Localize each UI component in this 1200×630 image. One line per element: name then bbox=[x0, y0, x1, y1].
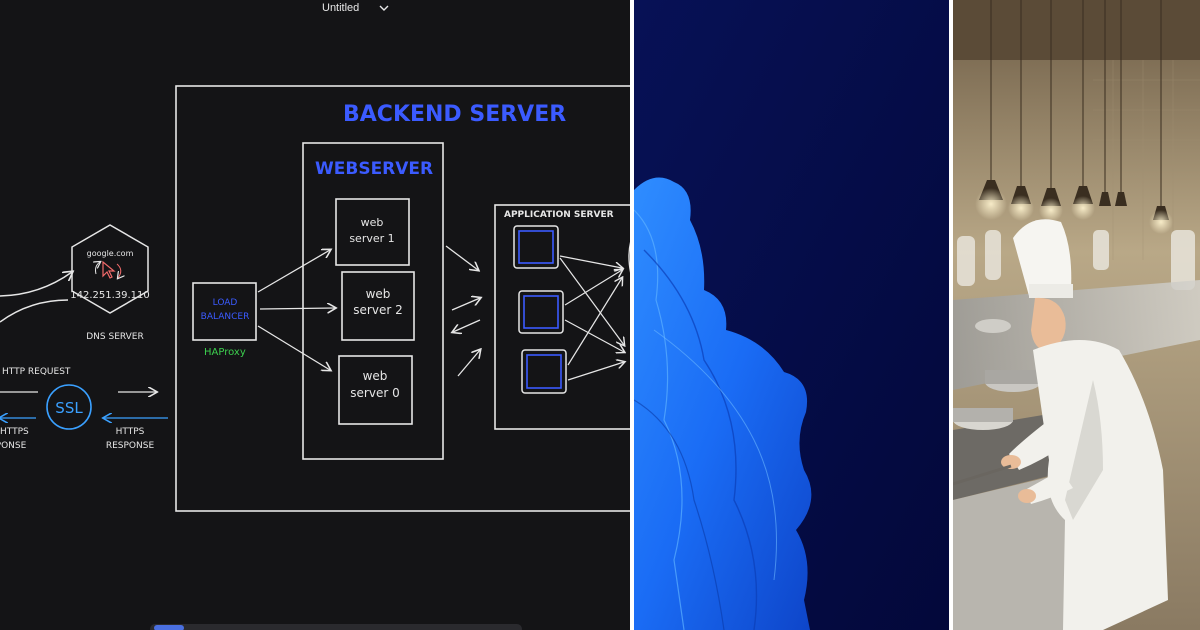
chef-figure bbox=[953, 219, 1168, 630]
application-server-box bbox=[494, 204, 630, 430]
ssl-circle bbox=[46, 384, 92, 430]
cursor-icon bbox=[96, 260, 121, 278]
dns-ip: 142.251.39.110 bbox=[70, 290, 150, 301]
http-request-label: HTTP REQUEST bbox=[2, 367, 71, 377]
bottom-toolbar[interactable] bbox=[150, 624, 522, 630]
web-server-1-label-2: server 1 bbox=[349, 232, 394, 245]
diagram-panel: Untitled BACKEND SERVER WEBSERVER web se… bbox=[0, 0, 630, 630]
web-server-2-label: web bbox=[366, 287, 391, 301]
pendant-lamps bbox=[975, 0, 1173, 234]
load-balancer-label: LOAD bbox=[213, 298, 238, 308]
window-title[interactable]: Untitled bbox=[322, 2, 360, 14]
chevron-down-icon[interactable] bbox=[378, 1, 390, 18]
https-left-line1: HTTPS bbox=[0, 427, 29, 437]
toolbar-active-indicator bbox=[154, 625, 184, 630]
web-server-1-label: web bbox=[361, 216, 384, 229]
webserver-title: WEBSERVER bbox=[315, 159, 433, 179]
haproxy-label: HAProxy bbox=[204, 347, 246, 358]
dns-server-label: DNS SERVER bbox=[86, 332, 144, 342]
application-server-title: APPLICATION SERVER bbox=[504, 210, 614, 220]
chef-illustration bbox=[953, 0, 1200, 630]
web-server-0-label: web bbox=[363, 369, 388, 383]
ssl-label: SSL bbox=[55, 399, 83, 417]
web-server-2-box bbox=[341, 271, 415, 341]
web-server-2-label-2: server 2 bbox=[353, 303, 402, 317]
diagram-canvas: BACKEND SERVER WEBSERVER web server 1 we… bbox=[0, 85, 630, 512]
window-title-bar: Untitled bbox=[0, 0, 630, 18]
backend-server-box bbox=[175, 85, 630, 512]
dns-domain: google.com bbox=[87, 249, 134, 258]
load-balancer-label-2: BALANCER bbox=[201, 312, 250, 322]
app-instance-3 bbox=[521, 349, 567, 394]
https-right-line1: HTTPS bbox=[116, 427, 145, 437]
https-right-line2: RESPONSE bbox=[106, 441, 155, 451]
web-server-0-box bbox=[338, 355, 413, 425]
wallpaper-panel bbox=[634, 0, 949, 630]
web-server-1-box bbox=[335, 198, 410, 266]
app-instance-1 bbox=[513, 225, 559, 269]
backend-server-title: BACKEND SERVER bbox=[343, 102, 566, 127]
load-balancer-box bbox=[192, 282, 257, 341]
app-instance-2 bbox=[518, 290, 564, 334]
bloom-illustration bbox=[634, 0, 949, 630]
web-server-0-label-2: server 0 bbox=[350, 386, 399, 400]
https-left-line2: RESPONSE bbox=[0, 441, 27, 451]
dns-server-hexagon bbox=[71, 224, 149, 314]
kitchen-photo-panel bbox=[953, 0, 1200, 630]
webserver-box bbox=[302, 142, 444, 460]
